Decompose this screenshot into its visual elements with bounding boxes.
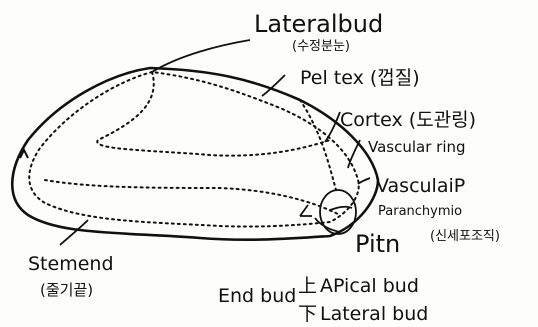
leader-stem-end (60, 220, 88, 245)
label-stem-end: Stemend (28, 253, 114, 275)
label-end-bud: End bud (218, 285, 296, 307)
pith-ray-lower (45, 180, 340, 215)
leader-lateral-bud (152, 40, 250, 72)
label-apical-bud: APical bud (320, 275, 419, 297)
label-lateral-bud: Lateralbud (254, 10, 383, 38)
label-lower-char: 下 (298, 303, 317, 325)
label-periderm: Pel tex (껍질) (300, 67, 420, 89)
label-vascular-p: VasculaiP (376, 175, 465, 197)
label-lateral-bud-kr: (수정분눈) (292, 39, 350, 54)
leader-vascular-ring (348, 140, 360, 168)
label-vascular-ring: Vascular ring (368, 138, 466, 156)
label-pith: Pitn (355, 230, 400, 258)
parenchyma-circle (320, 190, 356, 234)
pith-ray-right (300, 100, 336, 190)
label-parenchyma-kr: (신세포조직) (430, 229, 500, 244)
leader-pith-arrow (300, 205, 312, 216)
label-cortex: Cortex (도관링) (340, 109, 476, 131)
label-parenchyma: Paranchymio (378, 204, 462, 219)
label-upper-char: 上 (298, 275, 317, 297)
leader-vascular-p (358, 178, 370, 184)
tuber-outline (12, 68, 378, 240)
label-stem-end-kr: (줄기끝) (40, 281, 93, 299)
label-lateral-bud-2: Lateral bud (320, 303, 428, 325)
